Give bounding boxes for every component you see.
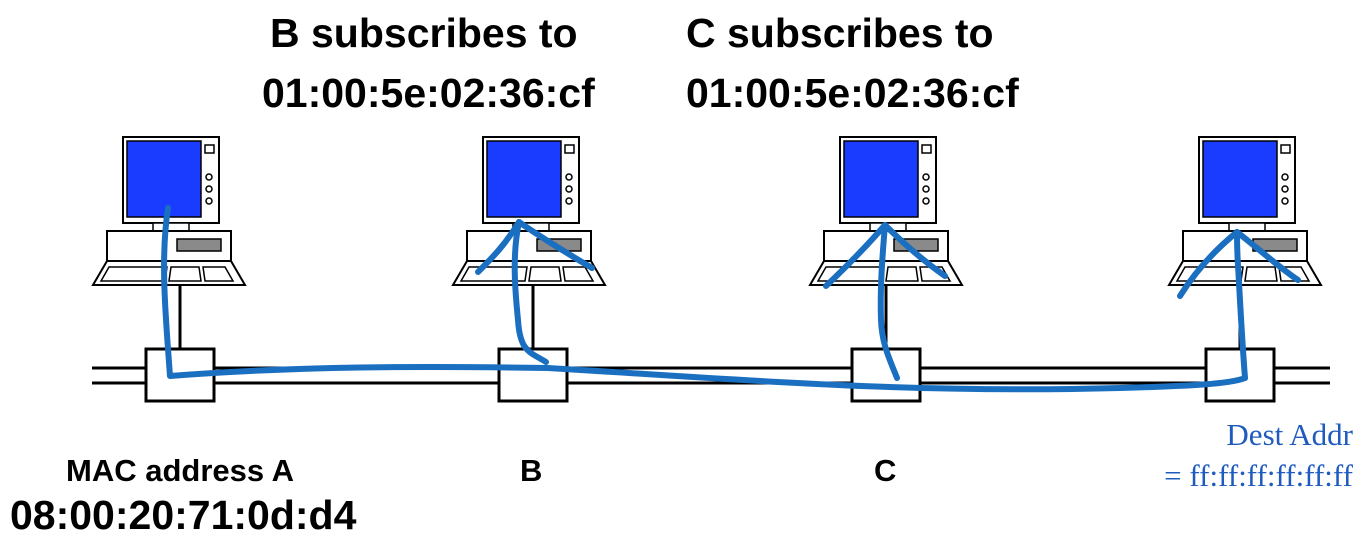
c-subscribe-line2: 01:00:5e:02:36:cf bbox=[686, 70, 1019, 116]
frame-path-c-left bbox=[823, 222, 888, 289]
frame-path-b-up bbox=[511, 219, 549, 365]
frame-path-b-left bbox=[475, 219, 522, 275]
host-a-mac: 08:00:20:71:0d:d4 bbox=[10, 492, 357, 538]
frame-path-c-up bbox=[877, 222, 900, 381]
host-b-label: B bbox=[520, 453, 543, 488]
frame-path-d-right bbox=[1234, 229, 1301, 283]
host-a-label: MAC address A bbox=[66, 453, 294, 488]
frame-path-c-right bbox=[882, 222, 948, 279]
frame-path-main bbox=[161, 205, 1248, 393]
c-subscribe-line1: C subscribes to bbox=[686, 10, 994, 56]
frame-path-b-right bbox=[516, 219, 595, 271]
b-subscribe-line2: 01:00:5e:02:36:cf bbox=[262, 70, 595, 116]
host-c-label: C bbox=[874, 453, 897, 488]
dest-addr-label: Dest Addr bbox=[1226, 417, 1353, 452]
b-subscribe-line1: B subscribes to bbox=[270, 10, 578, 56]
frame-path-d-up bbox=[1234, 229, 1248, 381]
desktop-computer-icon bbox=[1168, 136, 1322, 286]
frame-path-d-left bbox=[1177, 229, 1240, 299]
dest-addr-value: = ff:ff:ff:ff:ff:ff bbox=[1164, 458, 1353, 493]
network-tap-icon bbox=[1204, 347, 1276, 403]
desktop-computer-icon bbox=[809, 136, 963, 286]
